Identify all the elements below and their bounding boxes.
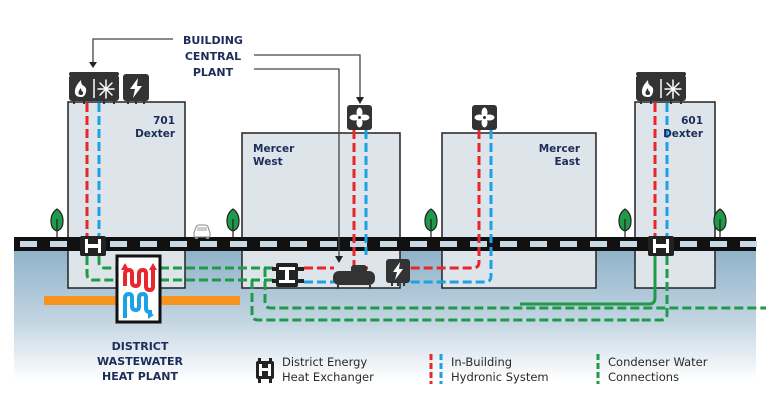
storage-tank-icon — [333, 265, 375, 289]
car-icon — [193, 224, 211, 239]
svg-text:Condenser Water: Condenser Water — [608, 355, 708, 369]
red-blue-dashed-lines-icon — [429, 354, 443, 384]
road-dash — [710, 241, 727, 247]
road-dash — [410, 241, 427, 247]
snowflake-icon — [97, 79, 115, 99]
trees — [50, 208, 727, 237]
road-dash — [470, 241, 487, 247]
rooftop-heat-cool-unit-601 — [636, 72, 686, 104]
road-dash — [530, 241, 547, 247]
callout-arrows — [92, 38, 361, 258]
road-dash — [230, 241, 247, 247]
svg-text:Connections: Connections — [608, 370, 679, 384]
tree-icon — [618, 208, 632, 237]
building-central-plant-label: BUILDING CENTRAL PLANT — [183, 34, 243, 79]
road-dash — [440, 241, 457, 247]
road-dash — [200, 241, 217, 247]
flame-icon — [641, 80, 654, 97]
svg-text:Hydronic System: Hydronic System — [451, 370, 549, 384]
svg-text:HEAT PLANT: HEAT PLANT — [102, 370, 179, 383]
legend: District Energy Heat Exchanger In-Buildi… — [256, 354, 708, 384]
building-label-mercer-west: Mercer — [253, 143, 295, 155]
road-dash — [560, 241, 577, 247]
heat-exchanger-icon — [80, 236, 106, 256]
building-label-601: 601 — [681, 115, 703, 127]
road-dash — [170, 241, 187, 247]
building-label-mercer-east: Mercer — [539, 143, 581, 155]
road-dash — [680, 241, 697, 247]
road-dash — [740, 241, 757, 247]
legend-item-heat-exchanger: District Energy Heat Exchanger — [256, 355, 374, 384]
arrowheads — [89, 62, 364, 263]
road-dash — [350, 241, 367, 247]
heat-exchanger-icon — [648, 236, 674, 256]
tree-icon — [424, 208, 438, 237]
fan-unit-mercer-east — [472, 105, 497, 130]
heat-pump-icon — [123, 267, 155, 318]
road-dash — [290, 241, 307, 247]
road — [14, 237, 757, 251]
tree-icon — [226, 208, 240, 237]
road-dash — [620, 241, 637, 247]
svg-text:In-Building: In-Building — [451, 355, 512, 369]
fan-icon — [474, 107, 495, 128]
heat-exchanger-icon — [256, 358, 274, 383]
legend-item-condenser: Condenser Water Connections — [596, 354, 708, 384]
legend-item-hydronic: In-Building Hydronic System — [429, 354, 549, 384]
snowflake-icon — [664, 79, 682, 99]
road-dash — [380, 241, 397, 247]
flame-icon — [74, 80, 87, 97]
svg-text:DISTRICT: DISTRICT — [112, 340, 169, 353]
rooftop-electric-unit-701 — [123, 74, 149, 104]
svg-text:WASTEWATER: WASTEWATER — [97, 355, 183, 368]
condenser-pipes — [85, 256, 766, 322]
road-dash — [590, 241, 607, 247]
svg-text:CENTRAL: CENTRAL — [185, 50, 241, 63]
fan-icon — [349, 107, 370, 128]
heat-exchanger-icon — [272, 263, 304, 287]
road-dash — [140, 241, 157, 247]
building-label-mercer-east: East — [554, 156, 580, 168]
road-dash — [110, 241, 127, 247]
building-mercer-east — [441, 132, 597, 289]
road-dash — [50, 241, 67, 247]
svg-text:District Energy: District Energy — [282, 355, 367, 369]
tree-icon — [713, 208, 727, 237]
hydronic-pipes — [85, 103, 669, 284]
rooftop-heat-cool-unit-701 — [69, 72, 119, 104]
svg-text:PLANT: PLANT — [193, 66, 234, 79]
building-label-mercer-west: West — [253, 156, 283, 168]
electric-icon — [386, 259, 410, 286]
road-dash — [260, 241, 277, 247]
tree-icon — [50, 208, 64, 237]
road-dash — [20, 241, 37, 247]
building-mercer-west — [241, 132, 401, 289]
wastewater-heat-plant — [115, 254, 162, 324]
building-label-701: Dexter — [135, 128, 176, 140]
district-wastewater-heat-plant-label: DISTRICT WASTEWATER HEAT PLANT — [97, 340, 183, 383]
road-dash — [320, 241, 337, 247]
building-601-dexter — [634, 101, 716, 289]
svg-text:Heat Exchanger: Heat Exchanger — [282, 370, 374, 384]
road-dash — [500, 241, 517, 247]
svg-text:BUILDING: BUILDING — [183, 34, 243, 47]
building-label-701: 701 — [153, 115, 175, 127]
building-label-601: Dexter — [663, 128, 704, 140]
fan-unit-mercer-west — [347, 105, 372, 130]
